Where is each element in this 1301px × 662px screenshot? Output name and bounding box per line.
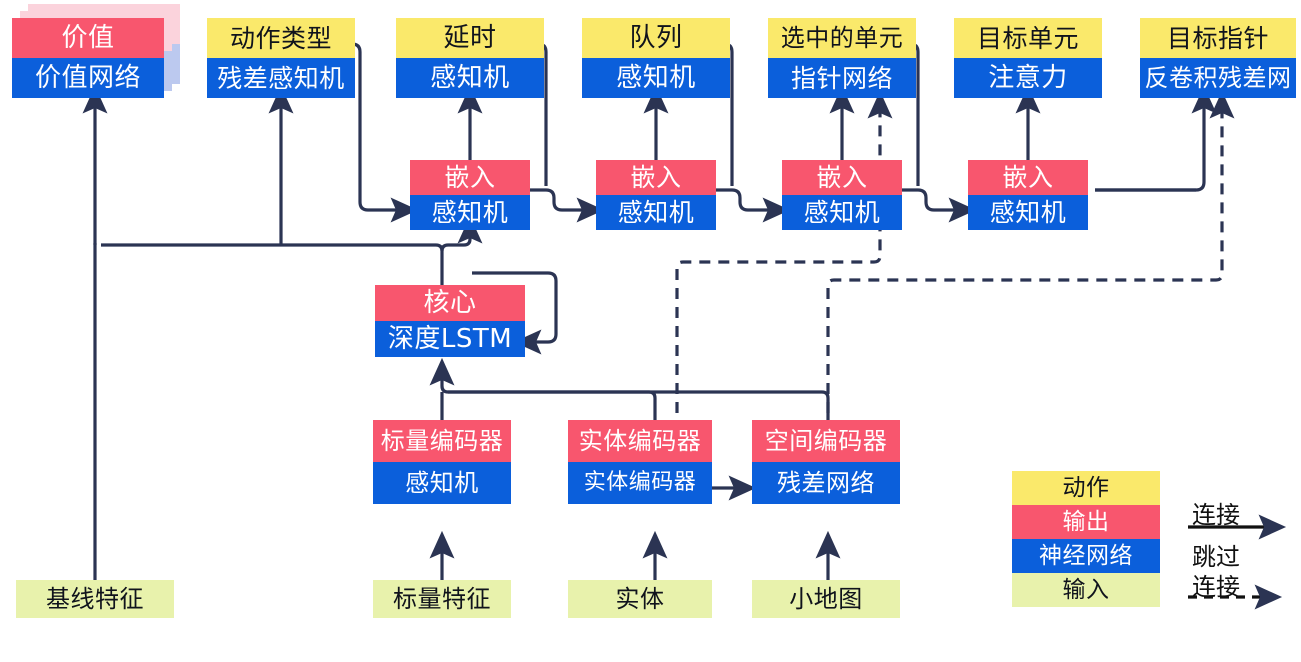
node-target-unit-top-label: 目标单元: [954, 18, 1102, 58]
node-embed-4-top-label: 嵌入: [968, 160, 1088, 195]
wire-entityenc-to-core: [429, 357, 657, 420]
node-selected-units-top-label: 选中的单元: [768, 18, 916, 58]
legend-connection-label: 连接: [1192, 501, 1240, 529]
node-target-point[interactable]: 目标指针 反卷积残差网: [1140, 18, 1296, 98]
node-scalar-features[interactable]: 标量特征: [373, 580, 511, 618]
node-embed-2-top-label: 嵌入: [596, 160, 716, 195]
node-embed-2[interactable]: 嵌入 感知机: [596, 160, 716, 230]
legend-skip-label-line1: 跳过: [1192, 543, 1240, 571]
node-embed-1-top-label: 嵌入: [410, 160, 530, 195]
legend-skip-label-line2: 连接: [1192, 573, 1240, 601]
node-value[interactable]: 价值 价值网络: [12, 18, 164, 98]
node-entity-encoder-bottom-label: 实体编码器: [568, 462, 712, 504]
node-spatial-encoder-bottom-label: 残差网络: [752, 462, 900, 504]
node-spatial-encoder-top-label: 空间编码器: [752, 420, 900, 462]
node-embed-3[interactable]: 嵌入 感知机: [782, 160, 902, 230]
node-embed-4-bottom-label: 感知机: [968, 195, 1088, 230]
node-action-type-bottom-label: 残差感知机: [207, 58, 355, 98]
node-scalar-encoder-bottom-label: 感知机: [373, 462, 511, 504]
node-queue-bottom-label: 感知机: [582, 58, 730, 98]
node-selected-units-bottom-label: 指针网络: [768, 58, 916, 98]
node-core-bottom-label: 深度LSTM: [375, 321, 525, 357]
node-scalar-encoder[interactable]: 标量编码器 感知机: [373, 420, 511, 504]
wire-embed1-to-embed2: [530, 188, 605, 223]
node-embed-3-top-label: 嵌入: [782, 160, 902, 195]
node-action-type[interactable]: 动作类型 残差感知机: [207, 18, 355, 98]
wire-embed3-to-embed4: [902, 188, 977, 223]
node-embed-1[interactable]: 嵌入 感知机: [410, 160, 530, 230]
node-embed-2-bottom-label: 感知机: [596, 195, 716, 230]
node-core-top-label: 核心: [375, 285, 525, 321]
node-target-unit-bottom-label: 注意力: [954, 58, 1102, 98]
legend-color-stack: 动作 输出 神经网络 输入: [1012, 471, 1160, 607]
node-entity-encoder-top-label: 实体编码器: [568, 420, 712, 462]
node-scalar-encoder-top-label: 标量编码器: [373, 420, 511, 462]
node-queue[interactable]: 队列 感知机: [582, 18, 730, 98]
node-target-point-top-label: 目标指针: [1140, 18, 1296, 58]
node-target-point-bottom-label: 反卷积残差网: [1140, 58, 1296, 98]
wire-core-out-left: [101, 243, 444, 285]
node-scalar-features-label: 标量特征: [373, 580, 511, 618]
node-embed-4[interactable]: 嵌入 感知机: [968, 160, 1088, 230]
node-queue-top-label: 队列: [582, 18, 730, 58]
node-target-unit[interactable]: 目标单元 注意力: [954, 18, 1102, 98]
node-baseline-features-label: 基线特征: [16, 580, 174, 618]
legend-output-label: 输出: [1012, 505, 1160, 539]
node-delay[interactable]: 延时 感知机: [396, 18, 544, 98]
wire-core-to-embed1: [440, 230, 470, 252]
node-selected-units[interactable]: 选中的单元 指针网络: [768, 18, 916, 98]
node-baseline-features[interactable]: 基线特征: [16, 580, 174, 618]
node-entities-label: 实体: [568, 580, 712, 618]
node-embed-3-bottom-label: 感知机: [782, 195, 902, 230]
node-embed-1-bottom-label: 感知机: [410, 195, 530, 230]
node-minimap[interactable]: 小地图: [752, 580, 900, 618]
wire-embed4-to-targetpointer: [1095, 85, 1217, 192]
node-value-top-label: 价值: [12, 18, 164, 58]
wire-spatialenc-to-core: [448, 390, 830, 420]
node-core[interactable]: 核心 深度LSTM: [375, 285, 525, 357]
node-delay-top-label: 延时: [396, 18, 544, 58]
node-action-type-top-label: 动作类型: [207, 18, 355, 58]
legend-network-label: 神经网络: [1012, 539, 1160, 573]
legend-input-label: 输入: [1012, 573, 1160, 607]
node-value-bottom-label: 价值网络: [12, 58, 164, 98]
node-entities[interactable]: 实体: [568, 580, 712, 618]
node-delay-bottom-label: 感知机: [396, 58, 544, 98]
legend-action-label: 动作: [1012, 471, 1160, 505]
wire-embed2-to-embed3: [716, 188, 791, 223]
node-minimap-label: 小地图: [752, 580, 900, 618]
node-spatial-encoder[interactable]: 空间编码器 残差网络: [752, 420, 900, 504]
node-entity-encoder[interactable]: 实体编码器 实体编码器: [568, 420, 712, 504]
